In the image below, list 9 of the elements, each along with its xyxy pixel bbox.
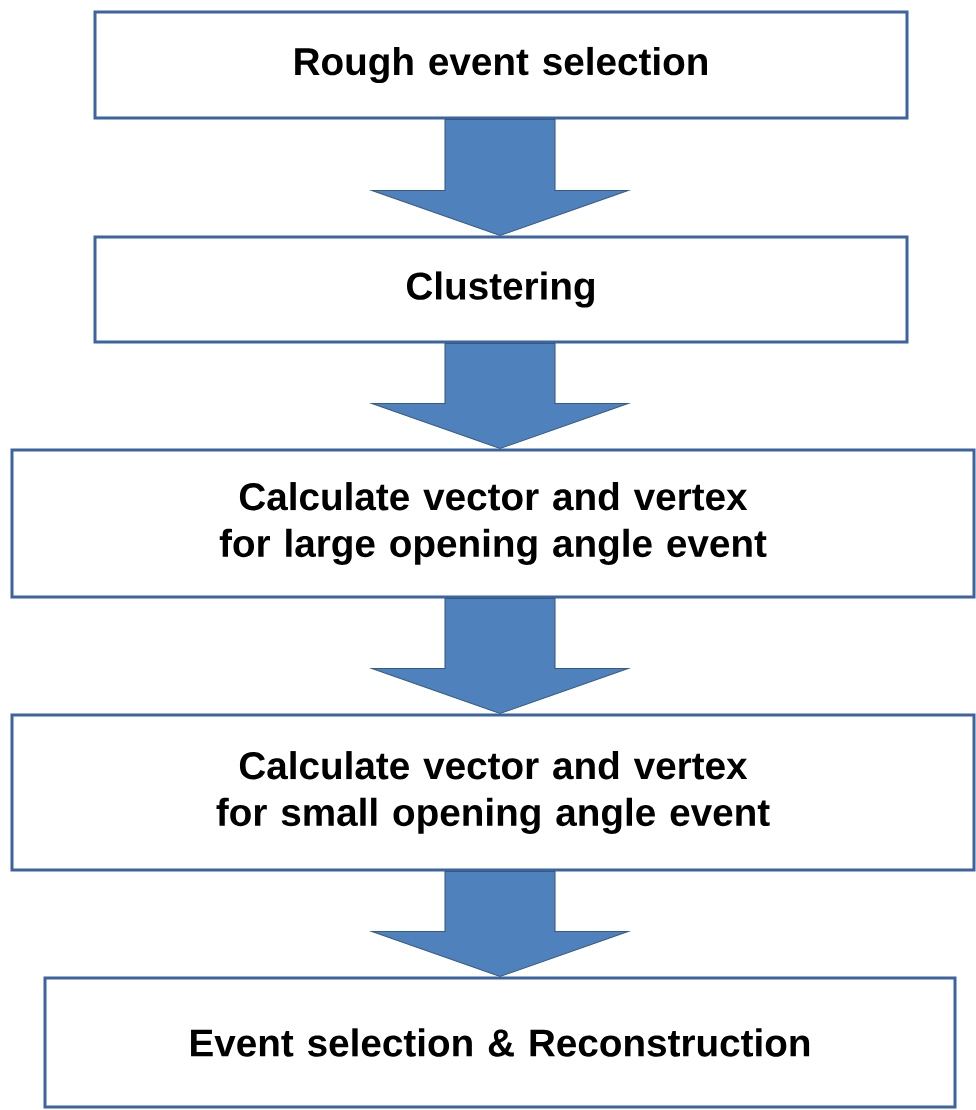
block-arrow: [368, 342, 632, 450]
block-arrow: [368, 597, 632, 715]
process-box: Clustering: [93, 235, 909, 344]
process-box: Event selection & Reconstruction: [43, 976, 957, 1109]
process-box: Calculate vector and vertex for small opening angle event: [10, 713, 976, 872]
block-arrow: [368, 118, 632, 237]
process-box: Rough event selection: [93, 10, 909, 120]
process-box: Calculate vector and vertex for large opening angle event: [10, 448, 976, 599]
block-arrow: [368, 870, 632, 978]
